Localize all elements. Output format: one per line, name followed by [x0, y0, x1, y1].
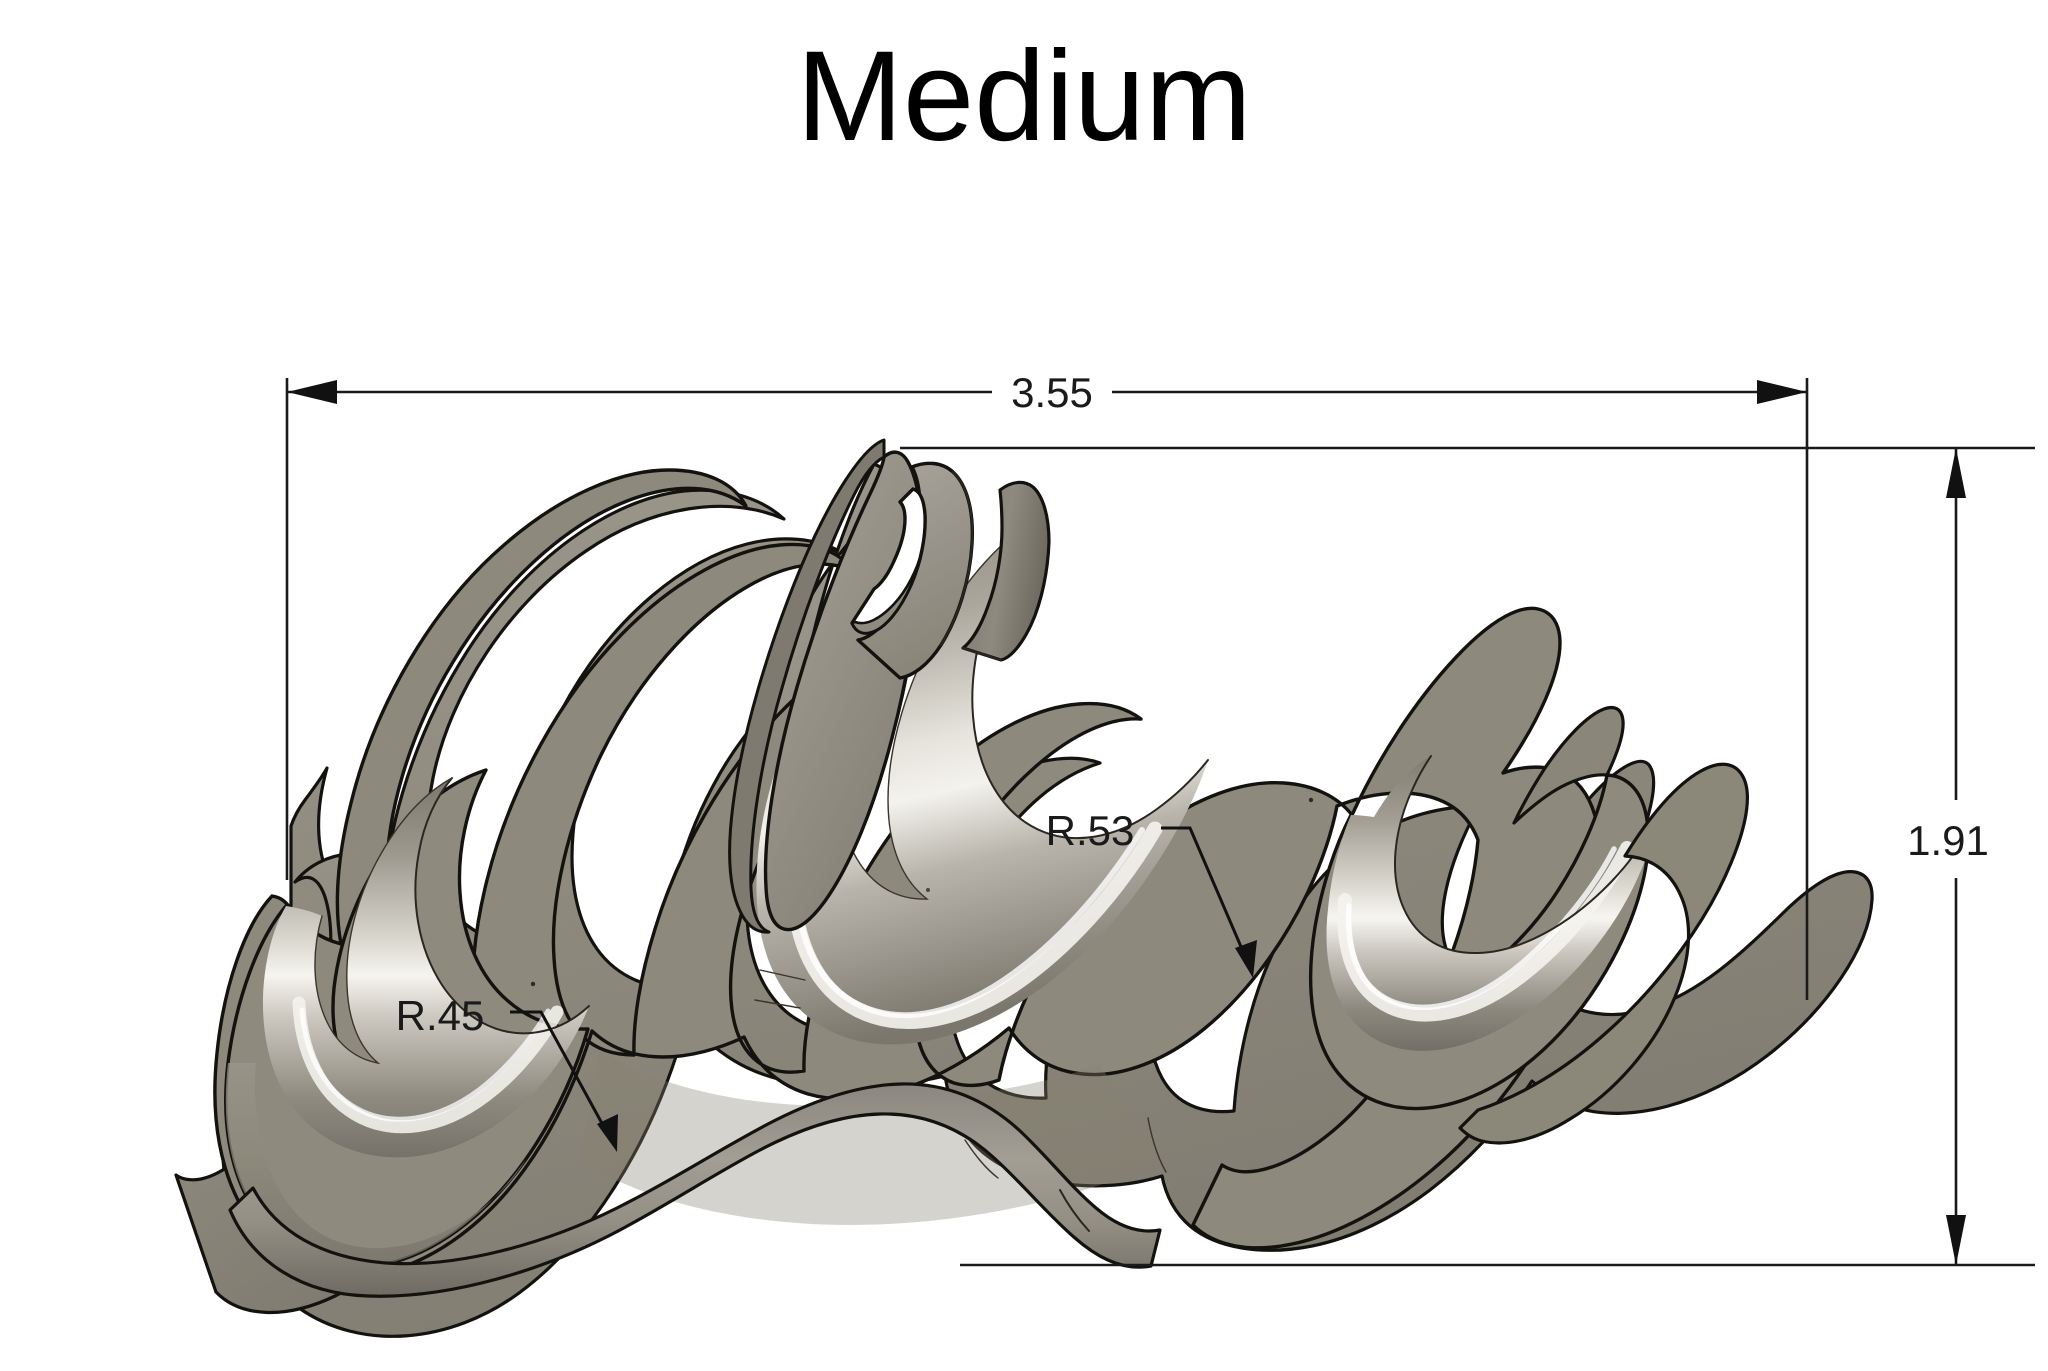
right-hook-groove [1326, 756, 1655, 1051]
right-hook [1308, 705, 1656, 1111]
callout-radius-right: R.53 [1046, 807, 1257, 978]
part-illustration [213, 438, 1749, 1298]
tab-ridge [940, 471, 974, 646]
dimension-overall-width: 3.55 [285, 369, 1809, 1000]
body-seam-2 [754, 999, 801, 1009]
tab-side-wall [961, 480, 1051, 662]
page-title: Medium [796, 25, 1251, 168]
r45-leader-line [510, 1010, 612, 1139]
center-groove-highlight [785, 821, 1163, 1029]
artifact-dot-right [1308, 797, 1314, 803]
callout-radius-left: R.45 [396, 992, 618, 1152]
right-hook-tip [1512, 705, 1625, 825]
bottom-step-detail [1059, 1189, 1090, 1232]
r45-label: R.45 [396, 992, 485, 1039]
height-dimension-label: 1.91 [1907, 817, 1989, 864]
left-hook-inner-edge [414, 777, 590, 1035]
body-lower-shade [580, 1050, 1160, 1225]
right-hook-inner-edge [1394, 755, 1656, 955]
height-arrow-top [1946, 448, 1966, 498]
upper-arm [728, 438, 924, 934]
body-seam-4 [1147, 1117, 1167, 1173]
width-arrow-left [287, 380, 337, 404]
left-hook-groove-highlight-soft [299, 1007, 551, 1122]
left-hook [224, 768, 590, 1270]
dimension-overall-height: 1.91 [900, 446, 2035, 1267]
body-seam-1 [759, 969, 806, 981]
right-hook-groove-core [1345, 846, 1617, 1010]
left-hook-groove-highlight [292, 996, 564, 1134]
height-arrow-bottom [1946, 1215, 1966, 1265]
r53-label: R.53 [1046, 807, 1135, 854]
r53-leader-line [1161, 826, 1250, 964]
upper-tab [850, 461, 1051, 680]
right-hook-groove-highlight [1337, 841, 1634, 1022]
width-arrow-right [1757, 380, 1807, 404]
center-groove-highlight-core [794, 827, 1145, 1019]
tab-slot-bevel [850, 549, 924, 635]
r45-leader-arrow [597, 1114, 618, 1152]
artifact-dot-left [530, 981, 536, 987]
width-dimension-label: 3.55 [1011, 369, 1093, 416]
left-hook-parting-line [314, 777, 453, 1065]
artifact-dot-mid [926, 888, 930, 892]
tab-seam [962, 647, 1002, 661]
upper-arm-side [728, 438, 886, 934]
right-tip-crescent [1458, 762, 1749, 1145]
r53-leader-arrow [1235, 940, 1257, 978]
body-seam-3 [964, 1139, 999, 1179]
